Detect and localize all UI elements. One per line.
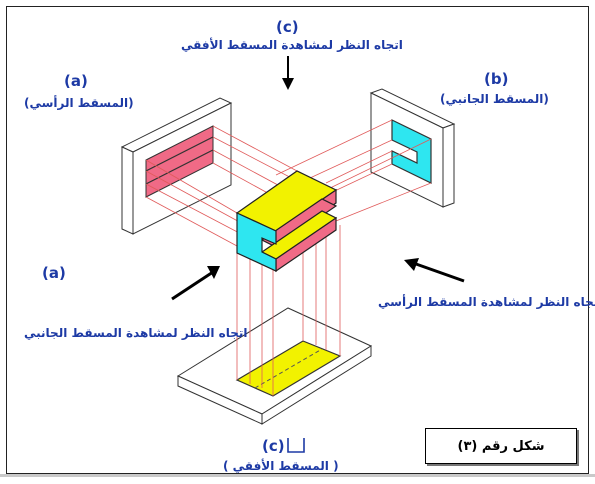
side-direction-letter: (a) — [42, 264, 66, 282]
figure-caption: شكل رقم (٣) — [457, 438, 545, 454]
page-divider — [0, 474, 595, 477]
side-view-direction-caption: اتجاه النظر لمشاهدة المسقط الجانبي — [24, 326, 248, 340]
bracket-symbol-icon — [287, 438, 305, 453]
front-view-direction-caption: اتجاه النظر لمشاهدة المسقط الرأسي — [378, 295, 595, 309]
central-c-object — [235, 170, 338, 273]
side-view-caption: (المسقط الجانبي) — [440, 92, 549, 106]
arrow-up-left-icon — [404, 258, 465, 283]
front-view-letter: (a) — [64, 72, 88, 90]
front-view-caption: (المسقط الرأسي) — [24, 96, 134, 110]
arrow-down-icon — [282, 56, 294, 90]
arrow-up-right-icon — [171, 266, 220, 301]
top-view-bottom-letter: (c) — [262, 437, 285, 455]
top-view-caption: ( المسقط الأفقي ) — [223, 459, 339, 473]
figure-caption-box: شكل رقم (٣) — [425, 428, 577, 464]
top-view-letter: (c) — [276, 18, 299, 36]
projection-lines — [145, 119, 432, 396]
side-view-letter: (b) — [484, 70, 509, 88]
top-view-direction-caption: اتجاه النظر لمشاهدة المسقط الأفقي — [181, 38, 403, 52]
